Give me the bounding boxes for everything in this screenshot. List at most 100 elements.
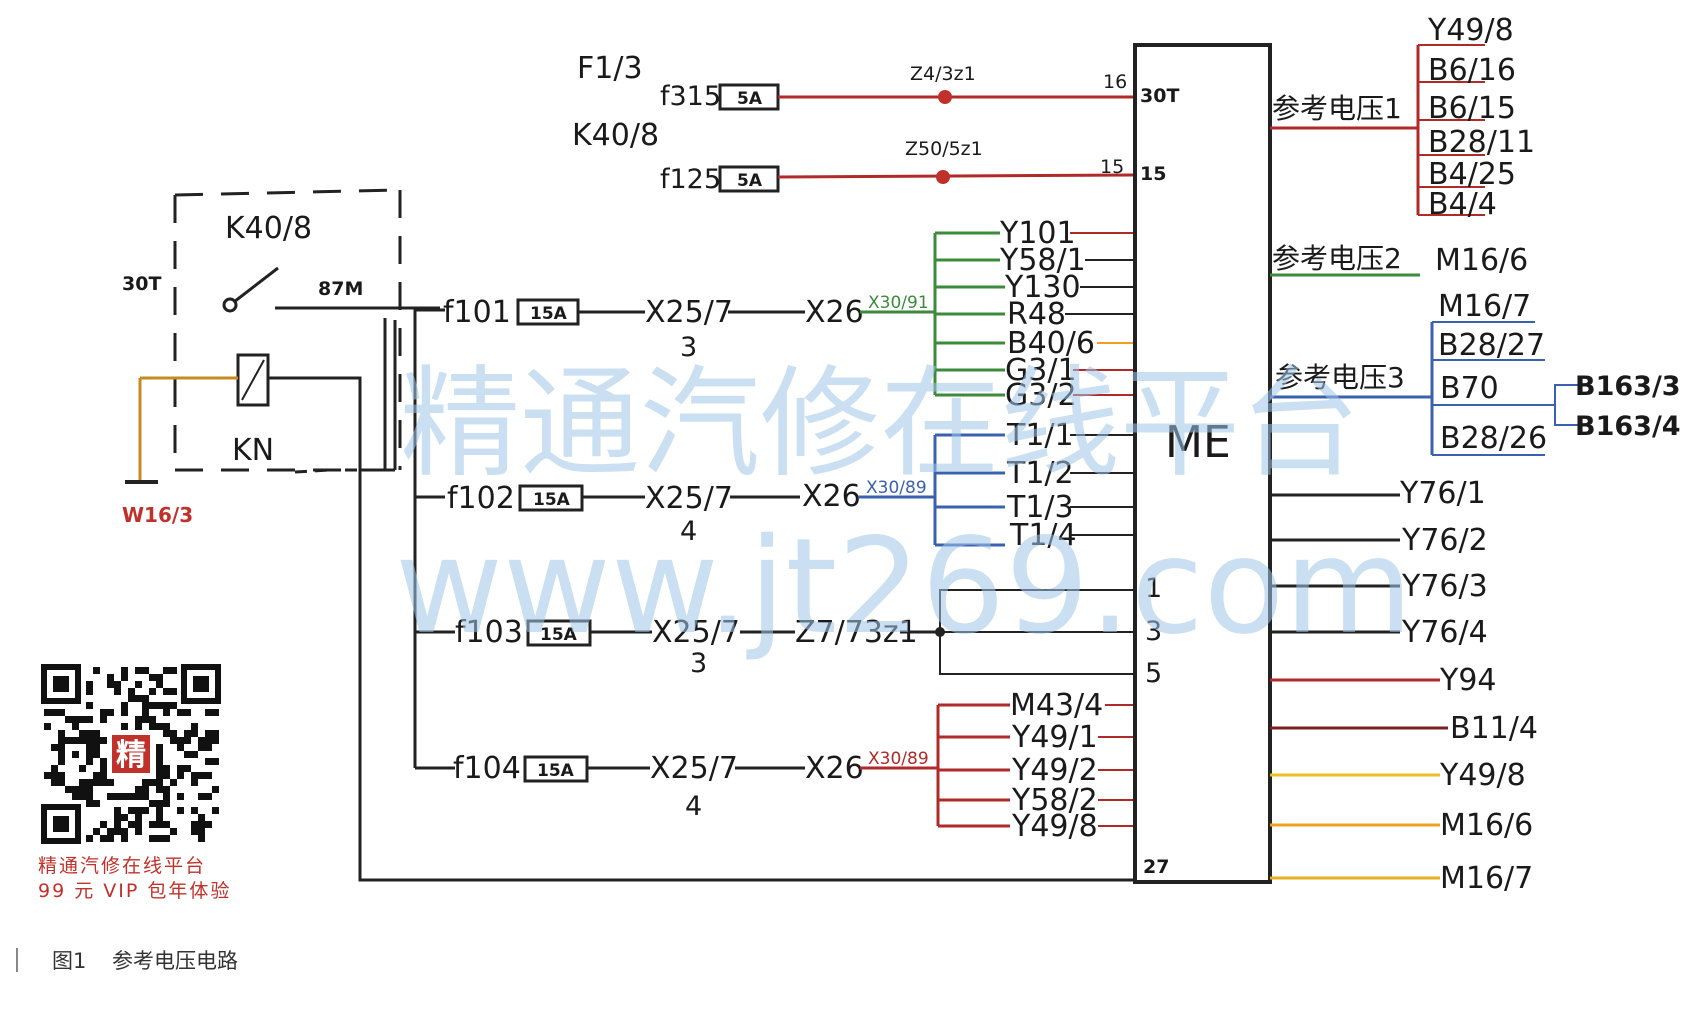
conn-f103-pin: 3 <box>690 648 707 679</box>
qr-module <box>58 737 65 744</box>
out-label-7: M16/6 <box>1440 808 1533 843</box>
qr-code: 精 精通汽修在线平台 99 元 VIP 包年体验 <box>38 664 231 902</box>
branch-f102: f102 15A X25/7 4 X26 X30/89 <box>415 435 937 547</box>
qr-module <box>191 807 198 814</box>
dest-f104: X26 <box>805 751 864 786</box>
qr-module <box>163 709 170 716</box>
dest-f104-sub: X30/89 <box>868 749 929 769</box>
qr-module <box>135 681 142 688</box>
dest-f102-sub: X30/89 <box>866 478 927 498</box>
watermark: 精通汽修在线平台 www.jt269.com <box>395 355 1413 664</box>
qr-caption-2: 99 元 VIP 包年体验 <box>38 880 231 902</box>
qr-module <box>170 730 177 737</box>
qr-module <box>198 814 205 821</box>
relay-dashed-box <box>173 188 402 472</box>
qr-module <box>156 835 163 842</box>
qr-caption-1: 精通汽修在线平台 <box>38 855 206 877</box>
relay-coil-wire-right <box>268 376 1138 882</box>
qr-module <box>100 716 107 723</box>
ecu-pin-15: 15 <box>1140 163 1166 185</box>
qr-module <box>135 807 142 814</box>
qr-module <box>142 807 149 814</box>
qr-module <box>107 674 114 681</box>
qr-module <box>177 765 184 772</box>
conn-f102-pin: 4 <box>680 516 697 547</box>
qr-module <box>79 716 86 723</box>
qr-modules <box>44 667 219 842</box>
qr-module <box>93 828 100 835</box>
branch-f103: f103 15A X25/7 3 Z7/73z1 <box>415 589 1138 679</box>
ref1-label: 参考电压1 <box>1272 92 1402 125</box>
qr-module <box>135 723 142 730</box>
qr-module <box>156 807 163 814</box>
qr-module <box>65 716 72 723</box>
caption-fig: 图1 <box>52 949 86 973</box>
dest-f103: Z7/73z1 <box>795 615 918 650</box>
qr-module <box>121 828 128 835</box>
qr-module <box>86 800 93 807</box>
caption-title: 参考电压电路 <box>112 949 238 973</box>
figure-caption: 图1 参考电压电路 <box>16 948 238 973</box>
qr-module <box>184 737 191 744</box>
load1-label-6: G3/2 <box>1005 378 1077 413</box>
qr-module <box>205 737 212 744</box>
qr-module <box>135 667 142 674</box>
qr-module <box>177 793 184 800</box>
relay-switch-pivot <box>222 297 238 313</box>
relay-pin-87m: 87M <box>318 278 363 300</box>
ref3-target-3: B28/26 <box>1440 421 1547 456</box>
fuse-f104-label: f104 <box>453 751 521 786</box>
load4-label-3: Y58/2 <box>1011 783 1098 818</box>
qr-module <box>177 709 184 716</box>
qr-module <box>191 779 198 786</box>
loads-group-1: Y101 Y58/1 Y130 R48 B40/6 G3/1 G3/2 <box>935 216 1133 413</box>
qr-module <box>149 674 156 681</box>
fuse-f102-rating: 15A <box>533 490 571 510</box>
relay-coil-slash <box>241 359 265 401</box>
qr-module <box>170 702 177 709</box>
qr-module <box>79 730 86 737</box>
qr-module <box>79 737 86 744</box>
ref1-target-3: B28/11 <box>1428 125 1535 160</box>
qr-module <box>149 821 156 828</box>
qr-module <box>184 709 191 716</box>
qr-module <box>198 821 205 828</box>
splice-z4-label: Z4/3z1 <box>910 63 976 85</box>
relay-block: K40/8 30T 87M KN W16/3 <box>122 188 1138 882</box>
qr-module <box>79 786 86 793</box>
out-label-2: Y76/3 <box>1401 569 1488 604</box>
out-label-1: Y76/2 <box>1401 523 1488 558</box>
relay-coil-label: KN <box>232 433 274 468</box>
qr-module <box>156 772 163 779</box>
qr-module <box>100 709 107 716</box>
fuse-f125-rating: 5A <box>737 171 763 191</box>
qr-module <box>107 709 114 716</box>
qr-finder-bl-core <box>53 816 69 832</box>
qr-module <box>191 723 198 730</box>
qr-module <box>142 793 149 800</box>
out-label-0: Y76/1 <box>1399 476 1486 511</box>
ground-label: W16/3 <box>122 503 193 527</box>
qr-module <box>191 751 198 758</box>
qr-module <box>51 779 58 786</box>
qr-center-char: 精 <box>116 738 146 773</box>
out-label-3: Y76/4 <box>1401 615 1488 650</box>
qr-module <box>198 828 205 835</box>
fuse-f103-rating: 15A <box>540 625 578 645</box>
relay-label: K40/8 <box>225 211 312 246</box>
label-f1-3: F1/3 <box>577 51 643 86</box>
ref-voltage-3: 参考电压3 M16/7 B28/27 B70 B28/26 B163/3 B16… <box>1270 289 1681 456</box>
qr-module <box>205 793 212 800</box>
qr-module <box>177 744 184 751</box>
qr-module <box>58 730 65 737</box>
qr-module <box>163 772 170 779</box>
fuse-f101-label: f101 <box>443 295 511 330</box>
qr-module <box>86 751 93 758</box>
qr-module <box>121 793 128 800</box>
qr-module <box>72 716 79 723</box>
relay-dashed-link <box>294 468 395 474</box>
qr-module <box>191 828 198 835</box>
qr-module <box>205 758 212 765</box>
qr-module <box>93 744 100 751</box>
qr-module <box>149 716 156 723</box>
